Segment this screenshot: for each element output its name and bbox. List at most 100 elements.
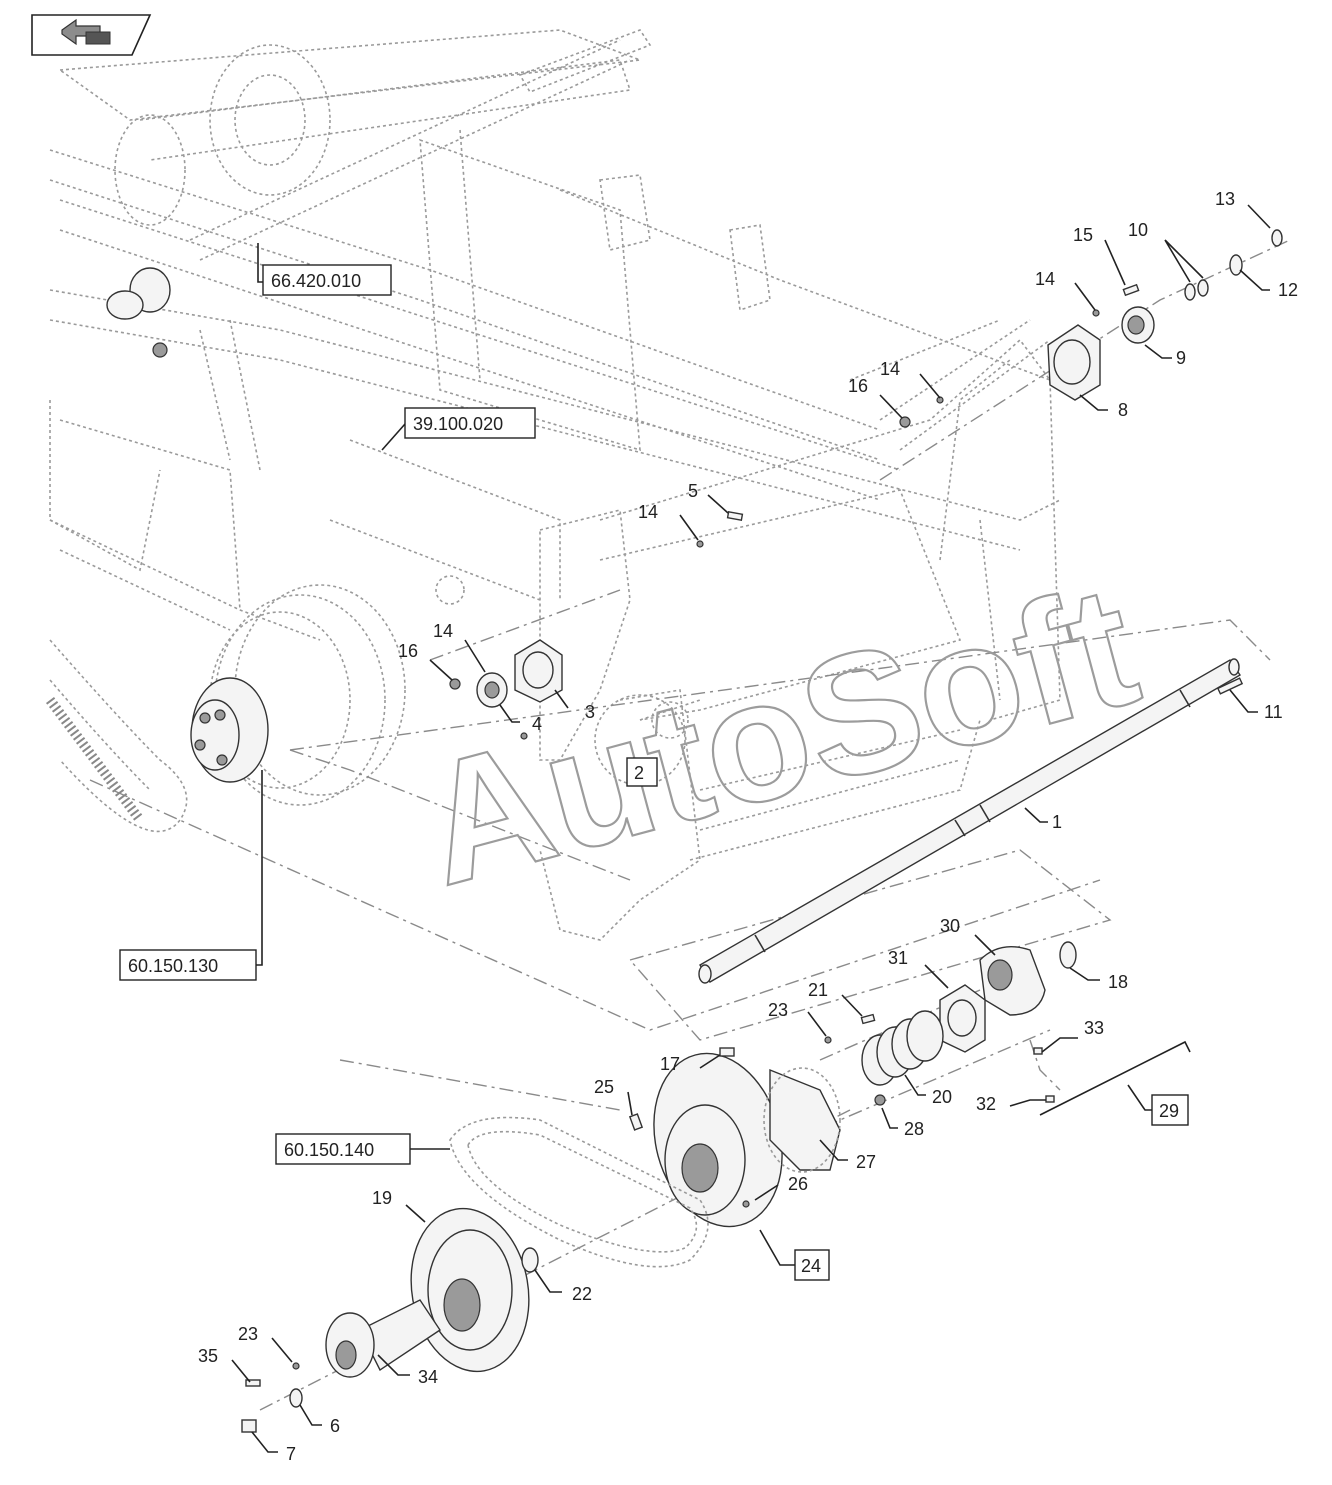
svg-text:26: 26 <box>788 1174 808 1194</box>
assembly-box-24[interactable]: 24 <box>759 1229 830 1281</box>
svg-text:7: 7 <box>286 1444 296 1464</box>
svg-text:16: 16 <box>848 376 868 396</box>
callout-14-mid[interactable]: 14 <box>638 502 699 541</box>
callout-23-lower[interactable]: 23 <box>238 1324 293 1363</box>
svg-text:34: 34 <box>418 1367 438 1387</box>
svg-text:27: 27 <box>856 1152 876 1172</box>
callout-35[interactable]: 35 <box>198 1346 251 1383</box>
svg-text:14: 14 <box>638 502 658 522</box>
svg-text:6: 6 <box>330 1416 340 1436</box>
callout-11[interactable]: 11 <box>1229 689 1283 722</box>
callout-33[interactable]: 33 <box>1041 1018 1104 1053</box>
callout-13[interactable]: 13 <box>1215 189 1271 229</box>
svg-text:35: 35 <box>198 1346 218 1366</box>
assembly-label: 24 <box>801 1256 821 1276</box>
callout-30[interactable]: 30 <box>940 916 996 956</box>
reference-box-60-150-140[interactable]: 60.150.140 <box>275 1133 450 1165</box>
back-button[interactable] <box>31 14 152 56</box>
callout-17[interactable]: 17 <box>660 1054 721 1074</box>
svg-text:23: 23 <box>238 1324 258 1344</box>
callout-4[interactable]: 4 <box>499 704 542 734</box>
lower-pulley-assembly <box>241 1207 539 1433</box>
drive-belt <box>449 1116 709 1268</box>
svg-text:30: 30 <box>940 916 960 936</box>
reference-label: 60.150.130 <box>128 956 218 976</box>
assembly-box-2[interactable]: 2 <box>626 757 658 787</box>
svg-text:31: 31 <box>888 948 908 968</box>
middle-bearing-assembly <box>449 511 744 740</box>
callout-14-top[interactable]: 14 <box>1035 269 1096 311</box>
reference-label: 60.150.140 <box>284 1140 374 1160</box>
callout-8[interactable]: 8 <box>1079 394 1128 420</box>
callouts: 1 3 4 5 6 7 8 9 10 11 12 13 14 14 14 14 … <box>198 189 1298 1464</box>
reference-label: 39.100.020 <box>413 414 503 434</box>
svg-text:16: 16 <box>398 641 418 661</box>
callout-1[interactable]: 1 <box>1024 807 1062 832</box>
callout-25[interactable]: 25 <box>594 1077 633 1116</box>
assembly-label: 2 <box>634 763 644 783</box>
svg-text:5: 5 <box>688 481 698 501</box>
assembly-box-29[interactable]: 29 <box>1039 1040 1191 1126</box>
svg-text:15: 15 <box>1073 225 1093 245</box>
callout-19[interactable]: 19 <box>372 1188 426 1223</box>
svg-text:14: 14 <box>1035 269 1055 289</box>
callout-27[interactable]: 27 <box>819 1139 876 1172</box>
svg-text:19: 19 <box>372 1188 392 1208</box>
svg-text:9: 9 <box>1176 348 1186 368</box>
callout-5[interactable]: 5 <box>688 481 729 514</box>
callout-20[interactable]: 20 <box>904 1074 952 1107</box>
variable-pulley <box>628 1047 886 1228</box>
callout-32[interactable]: 32 <box>976 1094 1046 1114</box>
return-arrow-icon <box>61 18 111 46</box>
callout-12[interactable]: 12 <box>1239 269 1298 300</box>
callout-3[interactable]: 3 <box>554 689 595 722</box>
callout-23-upper[interactable]: 23 <box>768 1000 827 1037</box>
callout-18[interactable]: 18 <box>1069 967 1128 992</box>
main-shaft <box>698 658 1244 984</box>
callout-6[interactable]: 6 <box>299 1404 340 1436</box>
svg-text:13: 13 <box>1215 189 1235 209</box>
assembly-label: 29 <box>1159 1101 1179 1121</box>
callout-16-upper[interactable]: 16 <box>848 376 903 419</box>
svg-text:14: 14 <box>433 621 453 641</box>
callout-7[interactable]: 7 <box>251 1431 296 1464</box>
svg-text:8: 8 <box>1118 400 1128 420</box>
svg-text:11: 11 <box>1264 702 1283 722</box>
reference-label: 66.420.010 <box>271 271 361 291</box>
callout-16-left[interactable]: 16 <box>398 641 453 681</box>
reference-box-39-100-020[interactable]: 39.100.020 <box>381 407 536 451</box>
drive-pulley-assembly <box>190 584 406 806</box>
callout-31[interactable]: 31 <box>888 948 949 989</box>
callout-22[interactable]: 22 <box>534 1269 592 1304</box>
callout-21[interactable]: 21 <box>808 980 863 1017</box>
header-frame-drawing <box>46 29 1061 941</box>
svg-text:33: 33 <box>1084 1018 1104 1038</box>
callout-34[interactable]: 34 <box>377 1354 438 1387</box>
svg-text:1: 1 <box>1052 812 1062 832</box>
svg-text:17: 17 <box>660 1054 680 1074</box>
callout-14-left[interactable]: 14 <box>433 621 486 673</box>
svg-text:23: 23 <box>768 1000 788 1020</box>
reference-box-60-150-130[interactable]: 60.150.130 <box>119 770 263 981</box>
svg-text:32: 32 <box>976 1094 996 1114</box>
svg-text:22: 22 <box>572 1284 592 1304</box>
reference-box-66-420-010[interactable]: 66.420.010 <box>257 243 392 296</box>
callout-26[interactable]: 26 <box>754 1174 808 1201</box>
callout-10[interactable]: 10 <box>1128 220 1204 283</box>
upper-bearing-assembly <box>899 229 1283 428</box>
svg-text:25: 25 <box>594 1077 614 1097</box>
clutch-assembly <box>824 941 1077 1103</box>
svg-text:4: 4 <box>532 714 542 734</box>
callout-15[interactable]: 15 <box>1073 225 1126 286</box>
svg-text:28: 28 <box>904 1119 924 1139</box>
callout-28[interactable]: 28 <box>881 1107 924 1139</box>
svg-text:14: 14 <box>880 359 900 379</box>
callout-9[interactable]: 9 <box>1144 344 1186 368</box>
callout-14-upper-mid[interactable]: 14 <box>880 359 941 399</box>
svg-text:10: 10 <box>1128 220 1148 240</box>
svg-text:21: 21 <box>808 980 828 1000</box>
svg-text:12: 12 <box>1278 280 1298 300</box>
svg-text:18: 18 <box>1108 972 1128 992</box>
svg-text:3: 3 <box>585 702 595 722</box>
